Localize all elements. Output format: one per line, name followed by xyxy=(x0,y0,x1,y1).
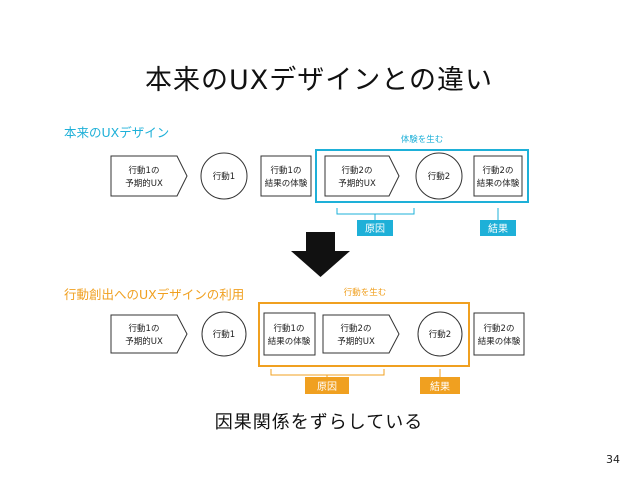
bottom-node-result2: 行動2の 結果の体験 xyxy=(473,312,525,356)
node-text: 行動1の xyxy=(129,323,160,334)
node-text: 結果の体験 xyxy=(478,336,521,347)
node-text: 行動2の xyxy=(484,323,515,334)
page-number: 34 xyxy=(606,453,620,466)
down-arrow-icon xyxy=(291,232,350,277)
bottom-node-expect1: 行動1の 予期的UX xyxy=(110,314,188,354)
top-result-tag xyxy=(480,220,516,236)
bottom-node-result1: 行動1の 結果の体験 xyxy=(263,312,316,356)
section-label-original-ux: 本来のUXデザイン xyxy=(64,125,170,140)
top-experience-group-frame xyxy=(315,149,529,203)
bottom-cause-tag xyxy=(305,377,349,394)
node-text: 予期的UX xyxy=(125,336,163,347)
node-text: 行動1の xyxy=(271,165,302,176)
node-text: 行動1 xyxy=(213,171,235,182)
node-text: 行動2 xyxy=(428,171,450,182)
node-text: 予期的UX xyxy=(338,178,376,189)
top-group-label: 体験を生む xyxy=(401,134,444,145)
node-text: 行動2の xyxy=(341,323,372,334)
node-text: 結果の体験 xyxy=(477,178,520,189)
bottom-node-action1: 行動1 xyxy=(201,311,247,357)
node-text: 行動2 xyxy=(429,329,451,340)
node-text: 予期的UX xyxy=(125,178,163,189)
top-node-action1: 行動1 xyxy=(200,152,248,200)
bottom-group-label: 行動を生む xyxy=(344,287,387,298)
top-result-tag-text: 結果 xyxy=(488,222,508,235)
bottom-result-tag-text: 結果 xyxy=(430,380,450,393)
top-cause-bracket xyxy=(336,208,415,215)
conclusion-text: 因果関係をずらしている xyxy=(214,412,424,433)
top-node-action2: 行動2 xyxy=(415,152,463,200)
node-text: 行動1 xyxy=(213,329,235,340)
section-label-action-ux: 行動創出へのUXデザインの利用 xyxy=(64,287,245,302)
bottom-node-expect2: 行動2の 予期的UX xyxy=(322,314,400,354)
node-text: 行動2の xyxy=(342,165,373,176)
node-text: 予期的UX xyxy=(337,336,375,347)
bottom-result-tag xyxy=(420,377,460,394)
slide-title: 本来のUXデザインとの違い xyxy=(145,65,493,96)
node-text: 行動1の xyxy=(129,165,160,176)
top-cause-tag xyxy=(357,220,393,236)
bottom-cause-tag-text: 原因 xyxy=(317,381,337,393)
node-text: 行動1の xyxy=(274,323,305,334)
top-node-expect1: 行動1の 予期的UX xyxy=(110,155,188,197)
bottom-node-action2: 行動2 xyxy=(417,311,463,357)
node-text: 結果の体験 xyxy=(268,336,311,347)
top-node-result2: 行動2の 結果の体験 xyxy=(473,155,523,197)
top-cause-tag-text: 原因 xyxy=(365,223,385,235)
top-node-result1: 行動1の 結果の体験 xyxy=(260,155,312,197)
bottom-cause-bracket xyxy=(270,369,385,376)
node-text: 行動2の xyxy=(483,165,514,176)
node-text: 結果の体験 xyxy=(265,178,308,189)
bottom-action-group-frame xyxy=(258,302,470,367)
top-node-expect2: 行動2の 予期的UX xyxy=(324,155,400,197)
